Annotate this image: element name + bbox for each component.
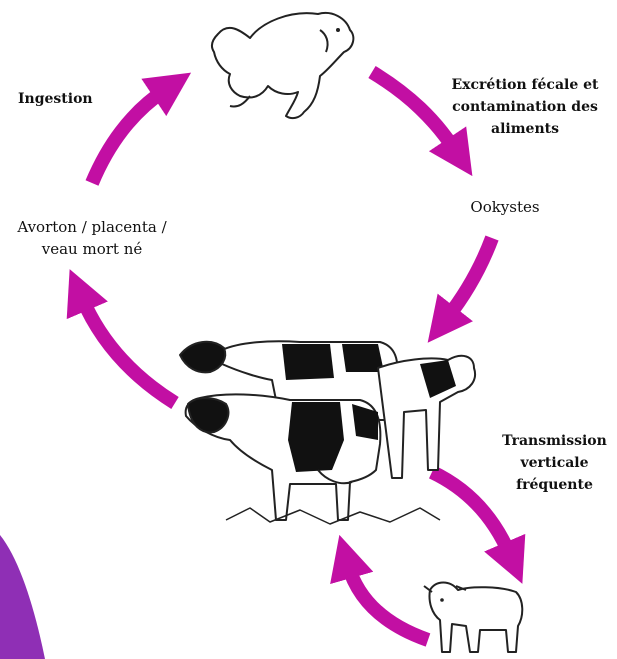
arrow-oocysts-to-cows xyxy=(447,238,492,318)
corner-accent-shape xyxy=(0,535,45,659)
ingestion-label: Ingestion xyxy=(18,88,118,110)
abortion-material-label: Avorton / placenta / veau mort né xyxy=(4,216,180,260)
fecal-excretion-line-1: Excrétion fécale et xyxy=(440,74,610,96)
vertical-transmission-line-3: fréquente xyxy=(492,474,617,496)
oocysts-label: Ookystes xyxy=(450,196,560,218)
abortion-material-line-2: veau mort né xyxy=(4,238,180,260)
fecal-excretion-line-2: contamination des xyxy=(440,96,610,118)
arrow-cows-to-abortion xyxy=(82,298,175,403)
vertical-transmission-line-2: verticale xyxy=(492,452,617,474)
vertical-transmission-label: Transmission verticale fréquente xyxy=(492,430,617,496)
arrow-calf-to-herd xyxy=(348,565,428,640)
calf-icon xyxy=(424,583,522,653)
vertical-transmission-line-1: Transmission xyxy=(492,430,617,452)
fecal-excretion-line-3: aliments xyxy=(440,118,610,140)
fecal-excretion-label: Excrétion fécale et contamination des al… xyxy=(440,74,610,140)
abortion-material-line-1: Avorton / placenta / xyxy=(4,216,180,238)
cow-herd-icon xyxy=(180,341,475,524)
dog-icon xyxy=(212,13,353,118)
